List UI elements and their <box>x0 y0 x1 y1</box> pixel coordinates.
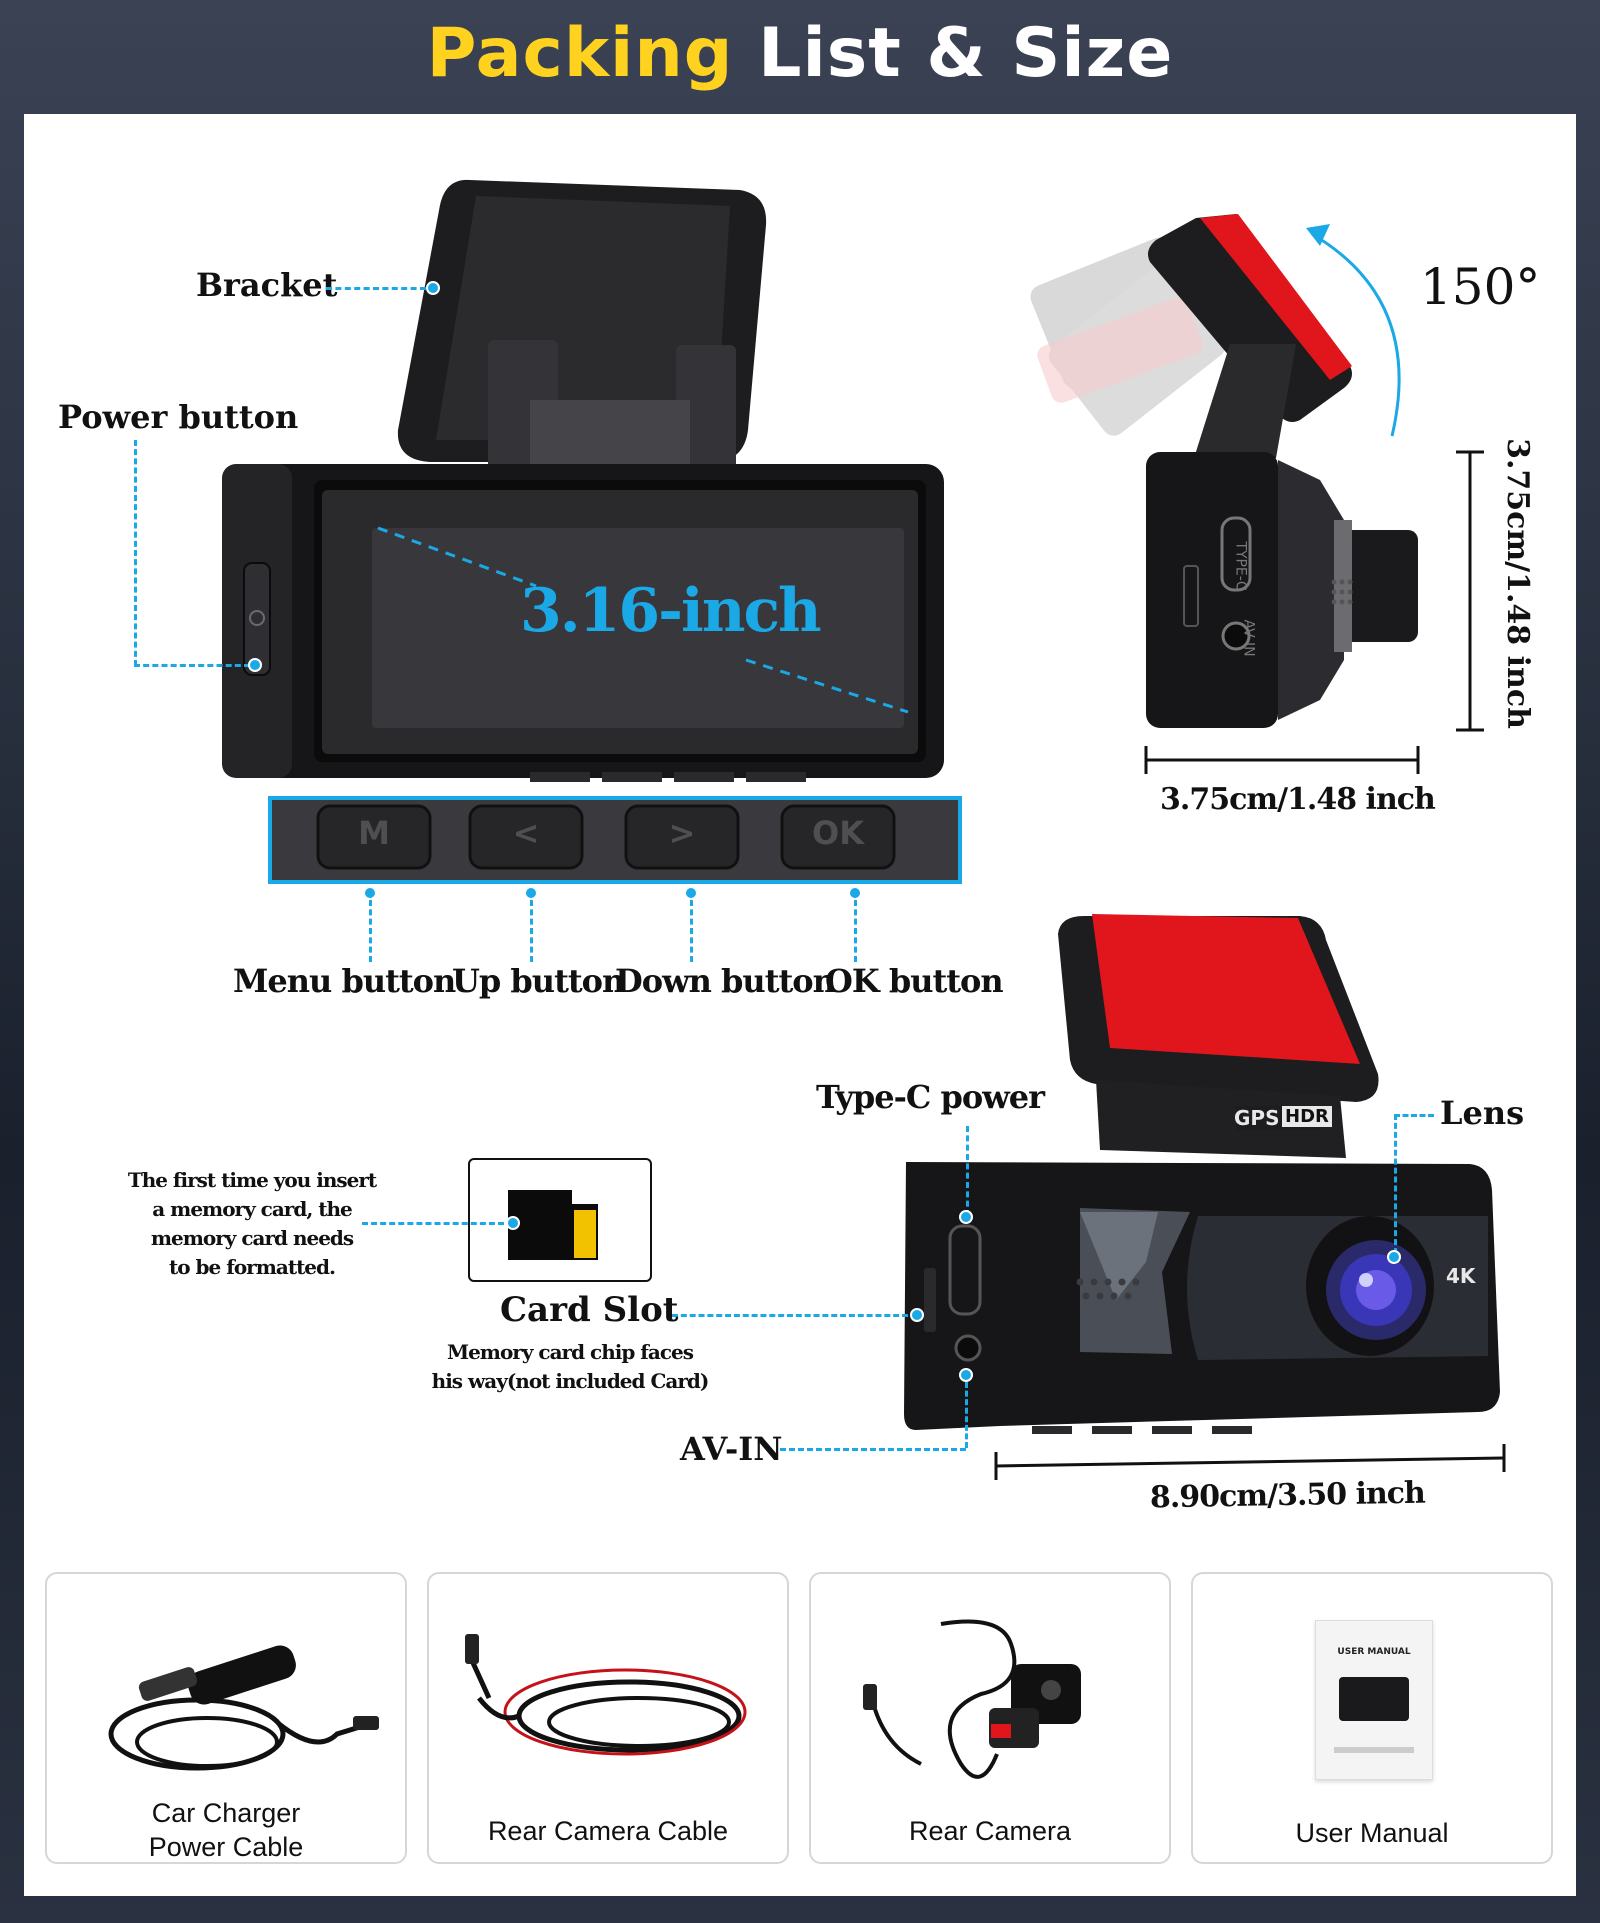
angled-bracket <box>1058 914 1379 1158</box>
user-manual-label: User Manual <box>1295 1818 1449 1848</box>
user-manual-cover-photo <box>1339 1677 1409 1721</box>
ok-button-marker <box>848 886 862 900</box>
up-button-label: Up button <box>452 962 625 1000</box>
width-dimension-bracket <box>1144 746 1420 774</box>
hdr-badge: HDR <box>1282 1106 1332 1127</box>
car-charger-label-line-2: Power Cable <box>148 1832 304 1862</box>
sd-card-icon <box>508 1190 598 1260</box>
package-item-car-charger: Car Charger Power Cable <box>45 1572 407 1864</box>
ok-button-label: OK button <box>825 962 1004 1000</box>
format-note: The first time you insert a memory card,… <box>122 1166 382 1282</box>
height-dimension-bracket <box>1456 450 1484 732</box>
avin-marker <box>959 1368 973 1382</box>
up-key-glyph: < <box>512 814 540 852</box>
rear-camera-image <box>863 1619 1081 1779</box>
avin-label: AV-IN <box>680 1430 783 1468</box>
bracket-label: Bracket <box>196 266 338 304</box>
up-leader <box>530 900 533 962</box>
typec-power-label: Type-C power <box>816 1078 1045 1116</box>
button-strip <box>268 796 962 884</box>
user-manual-cover: USER MANUAL <box>1315 1620 1433 1780</box>
user-manual-cover-title: USER MANUAL <box>1337 1647 1411 1657</box>
menu-key-glyph: M <box>358 814 390 852</box>
lens-marker <box>1387 1250 1401 1264</box>
card-slot-note-line-2: his way(not included Card) <box>431 1369 710 1393</box>
power-button-marker <box>248 658 262 672</box>
4k-badge: 4K <box>1446 1264 1476 1288</box>
length-dimension-label: 8.90cm/3.50 inch <box>1149 1475 1426 1516</box>
card-slot-leader <box>672 1314 908 1317</box>
rear-camera-cable-image <box>465 1634 747 1756</box>
sd-card-marker <box>506 1216 520 1230</box>
rear-camera-cable-label: Rear Camera Cable <box>487 1816 729 1846</box>
rotation-arc <box>1311 232 1401 437</box>
format-note-line-1: The first time you insert <box>127 1168 377 1192</box>
format-note-leader <box>362 1222 504 1225</box>
title-highlight: Packing <box>426 14 734 93</box>
power-leader-horizontal <box>134 664 250 667</box>
user-manual-cover-footer <box>1334 1747 1414 1753</box>
card-slot-note: Memory card chip faces his way(not inclu… <box>420 1338 720 1396</box>
format-note-line-4: to be formatted. <box>169 1255 336 1279</box>
menu-button-label: Menu button <box>233 962 456 1000</box>
rotation-angle-label: 150° <box>1420 258 1541 316</box>
typec-leader <box>966 1126 969 1216</box>
screen-size-label: 3.16-inch <box>520 576 822 646</box>
format-note-line-2: a memory card, the <box>152 1197 353 1221</box>
menu-leader <box>369 900 372 962</box>
car-charger-label-line-1: Car Charger <box>151 1798 301 1828</box>
sd-card-box <box>468 1158 652 1282</box>
side-bracket <box>1148 214 1352 458</box>
format-note-line-3: memory card needs <box>150 1226 354 1250</box>
lens-label: Lens <box>1440 1094 1525 1132</box>
car-charger-cable-image <box>108 1645 379 1771</box>
bracket-leader <box>326 287 426 290</box>
package-item-user-manual: USER MANUAL User Manual <box>1191 1572 1553 1864</box>
angled-body <box>904 1162 1500 1434</box>
up-button-marker <box>524 886 538 900</box>
gps-badge: GPS <box>1234 1106 1280 1130</box>
power-button-label: Power button <box>58 398 299 436</box>
avin-leader-horizontal <box>780 1448 966 1451</box>
typec-marker <box>959 1210 973 1224</box>
card-slot-note-line-1: Memory card chip faces <box>446 1340 694 1364</box>
title-rest: List & Size <box>758 14 1174 93</box>
card-slot-marker <box>910 1308 924 1322</box>
down-button-marker <box>684 886 698 900</box>
bracket-marker <box>426 281 440 295</box>
card-slot-title: Card Slot <box>500 1290 679 1330</box>
package-item-rear-camera-cable: Rear Camera Cable <box>427 1572 789 1864</box>
ok-key-glyph: OK <box>812 814 864 852</box>
down-button-label: Down button <box>615 962 836 1000</box>
ok-leader <box>854 900 857 962</box>
page-title: Packing List & Size <box>0 14 1600 93</box>
menu-button-marker <box>363 886 377 900</box>
rotation-arrowhead <box>1306 224 1330 246</box>
side-body <box>1146 452 1418 728</box>
ghost-bracket-positions <box>1030 237 1226 436</box>
down-key-glyph: > <box>668 814 696 852</box>
lens-leader-vertical <box>1394 1114 1397 1254</box>
lens-leader-horizontal <box>1394 1114 1434 1117</box>
down-leader <box>690 900 693 962</box>
package-item-rear-camera: Rear Camera <box>809 1572 1171 1864</box>
side-width-dimension: 3.75cm/1.48 inch <box>1160 782 1436 817</box>
avin-leader-vertical <box>965 1382 968 1448</box>
rear-camera-label: Rear Camera <box>908 1816 1072 1846</box>
length-dimension-bracket <box>994 1444 1506 1480</box>
power-leader-vertical <box>134 440 137 666</box>
camera-body-front <box>222 464 944 782</box>
